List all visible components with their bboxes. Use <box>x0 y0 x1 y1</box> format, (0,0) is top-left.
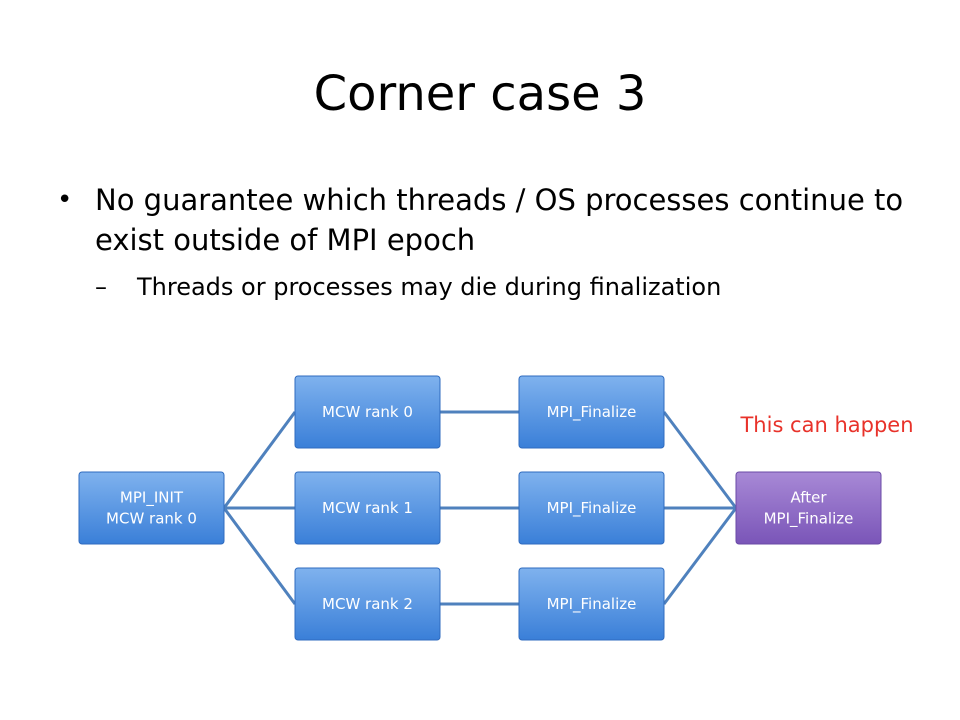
node-box-fin2 <box>518 567 665 641</box>
node-label-rank0: MCW rank 0 <box>322 403 413 421</box>
edge-init-rank2 <box>222 507 297 605</box>
dash-icon: – <box>95 273 107 301</box>
node-label-fin0: MPI_Finalize <box>547 403 637 422</box>
node-label-fin2: MPI_Finalize <box>547 595 637 614</box>
node-fin2: MPI_Finalize <box>518 567 665 641</box>
sub-bullet-item: – Threads or processes may die during fi… <box>57 270 917 304</box>
nodes-layer: MPI_INIT MCW rank 0 MCW rank 0 MCW rank 1 MC… <box>78 375 882 641</box>
node-fin0: MPI_Finalize <box>518 375 665 449</box>
node-fin1: MPI_Finalize <box>518 471 665 545</box>
sub-bullet-text: Threads or processes may die during fina… <box>137 273 722 301</box>
edge-fin0-after <box>662 411 738 509</box>
node-box-init <box>78 471 225 545</box>
node-label-rank1: MCW rank 1 <box>322 499 413 517</box>
annotation-text: This can happen <box>739 413 913 437</box>
node-label-after: MPI_Finalize <box>764 510 854 529</box>
node-rank0: MCW rank 0 <box>294 375 441 449</box>
bullet-item: • No guarantee which threads / OS proces… <box>57 180 917 260</box>
node-box-rank0 <box>294 375 441 449</box>
node-label-init: MCW rank 0 <box>106 510 197 528</box>
edge-init-rank0 <box>222 411 297 509</box>
node-box-rank2 <box>294 567 441 641</box>
node-box-rank1 <box>294 471 441 545</box>
edges-layer <box>222 410 738 606</box>
node-label-after: After <box>790 489 827 507</box>
edge-fin2-after <box>662 507 738 605</box>
node-box-fin1 <box>518 471 665 545</box>
node-box-fin0 <box>518 375 665 449</box>
node-label-fin1: MPI_Finalize <box>547 499 637 518</box>
bullet-list: • No guarantee which threads / OS proces… <box>57 180 917 304</box>
bullet-dot-icon: • <box>57 185 73 215</box>
slide-title: Corner case 3 <box>313 66 647 122</box>
node-box-after <box>735 471 882 545</box>
node-label-init: MPI_INIT <box>120 489 184 508</box>
node-label-rank2: MCW rank 2 <box>322 595 413 613</box>
node-rank1: MCW rank 1 <box>294 471 441 545</box>
node-init: MPI_INIT MCW rank 0 <box>78 471 225 545</box>
bullet-text: No guarantee which threads / OS processe… <box>95 183 904 257</box>
node-rank2: MCW rank 2 <box>294 567 441 641</box>
